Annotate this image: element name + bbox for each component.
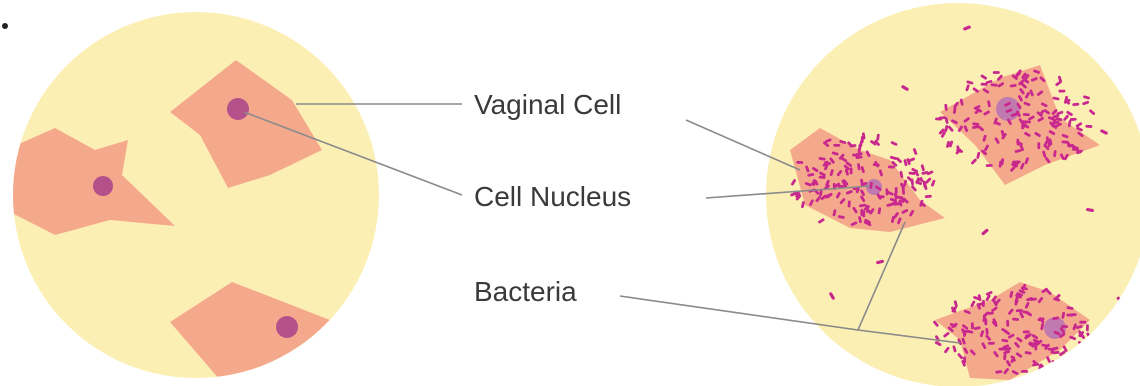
bacterium [1085, 125, 1092, 128]
nucleus-top [227, 98, 249, 120]
bacterium [1016, 309, 1023, 312]
label-bacteria: Bacteria [474, 276, 577, 307]
bacterium [1051, 360, 1055, 367]
bacterium [971, 322, 974, 329]
bacterium [833, 144, 840, 147]
bacterium [888, 165, 895, 168]
bacterium [986, 164, 993, 167]
bacterium [848, 200, 851, 207]
bacterium [1016, 139, 1019, 146]
bacterium [1023, 330, 1030, 333]
bacterium [1058, 358, 1065, 365]
bacterium [1070, 313, 1077, 316]
bacterium [895, 187, 898, 194]
bacterium [987, 312, 994, 315]
bacterium [1079, 321, 1086, 324]
bacterium [860, 209, 863, 216]
bacterium [796, 161, 803, 164]
infected-view [766, 3, 1140, 386]
bacterium [819, 176, 826, 179]
label-cell-nucleus: Cell Nucleus [474, 181, 631, 212]
bullet-dot [2, 23, 8, 29]
bacterium [993, 71, 1000, 74]
bacterium [1021, 370, 1028, 373]
healthy-view [5, 12, 379, 385]
bacterium [1037, 142, 1040, 149]
bacterium [988, 342, 995, 345]
nucleus-middle [866, 179, 882, 195]
nucleus-bottom [276, 316, 298, 338]
bacterium [1006, 320, 1009, 327]
bacterium [850, 167, 853, 174]
bacterium [1086, 324, 1089, 331]
bacterium [935, 117, 942, 120]
bacterium [1058, 90, 1065, 93]
nucleus-top-right [996, 97, 1020, 121]
label-vaginal-cell: Vaginal Cell [474, 89, 621, 120]
nucleus-left [93, 176, 113, 196]
bacterium [1014, 160, 1021, 163]
